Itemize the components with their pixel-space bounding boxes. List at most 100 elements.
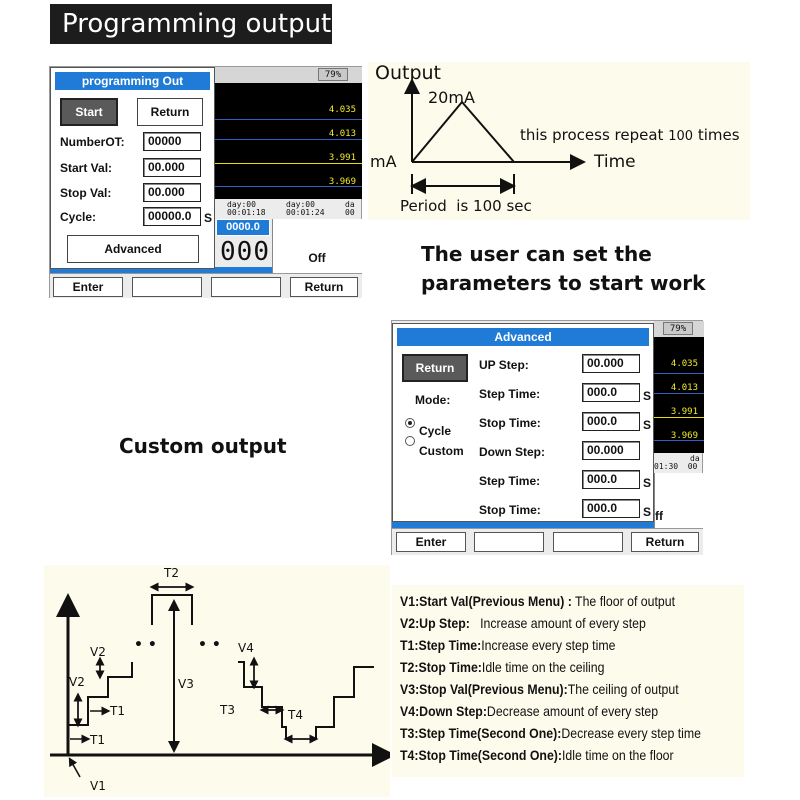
time-axis-label: da	[690, 454, 700, 463]
label-v2-lower: V2	[69, 675, 85, 689]
step-time-label: Step Time:	[479, 387, 541, 401]
legend-v3: V3:Stop Val(Previous Menu):The ceiling o…	[400, 681, 679, 697]
off-panel	[272, 219, 362, 274]
parameter-legend: V1:Start Val(Previous Menu) : The floor …	[392, 585, 744, 777]
repeat-prefix: this process repeat	[520, 126, 664, 144]
graph-value: 4.013	[670, 383, 698, 393]
down-step-label: Down Step:	[479, 445, 545, 459]
custom-option-label: Custom	[419, 444, 464, 458]
step-time-field[interactable]: 000.0	[582, 383, 640, 402]
start-val-field[interactable]: 00.000	[143, 158, 201, 177]
trend-graph: 4.035 4.013 3.991 3.969	[654, 337, 704, 453]
graph-value: 4.013	[328, 129, 356, 139]
big-digits: 000	[220, 237, 270, 267]
off-panel	[654, 473, 704, 528]
time-axis-label: da 00	[345, 200, 355, 217]
custom-radio[interactable]	[405, 436, 415, 446]
stop-val-field[interactable]: 00.000	[143, 183, 201, 202]
stop-time-2-unit: S	[643, 505, 652, 519]
grid-line	[654, 393, 704, 394]
legend-key: V2:Up Step:	[400, 615, 470, 631]
legend-t3: T3:Step Time(Second One):Decrease every …	[400, 725, 701, 741]
blank-softkey[interactable]	[474, 532, 544, 552]
blank-softkey[interactable]	[211, 277, 281, 297]
return-softkey[interactable]: Return	[631, 532, 699, 552]
cycle-option-label: Cycle	[419, 424, 452, 438]
legend-desc: The ceiling of output	[567, 681, 679, 697]
grid-line	[654, 440, 704, 441]
repeat-unit: times	[697, 126, 740, 144]
stop-time-2-field[interactable]: 000.0	[582, 499, 640, 518]
step-waveform-diagram	[50, 582, 390, 778]
cycle-unit: S	[204, 211, 213, 225]
value-chip: 0000.0	[216, 219, 270, 236]
time-axis-label: day:00 00:01:24	[286, 200, 325, 217]
blue-strip	[50, 267, 272, 273]
return-button[interactable]: Return	[137, 98, 203, 126]
graph-value: 4.035	[670, 359, 698, 369]
legend-desc: Increase amount of every step	[469, 615, 646, 631]
label-t4: T4	[288, 708, 303, 722]
graph-value: 3.991	[670, 407, 698, 417]
continuation-dots: • •	[134, 637, 157, 653]
triangle-waveform-diagram	[404, 78, 586, 194]
graph-value: 4.035	[328, 105, 356, 115]
blue-strip	[392, 522, 654, 528]
return-softkey[interactable]: Return	[290, 277, 358, 297]
stop-val-label: Stop Val:	[60, 186, 112, 200]
percent-indicator: 79%	[663, 322, 693, 335]
page-banner-title: Programming output	[50, 4, 332, 44]
enter-softkey[interactable]: Enter	[396, 532, 466, 552]
device-screen-advanced: 79% 4.035 4.013 3.991 3.969 da 01:30 00 …	[391, 320, 704, 555]
setpoint-line	[215, 163, 362, 164]
step-time-2-label: Step Time:	[479, 474, 541, 488]
legend-desc: Idle time on the ceiling	[481, 659, 605, 675]
stop-time-2-label: Stop Time:	[479, 503, 541, 517]
dialog-title: Advanced	[397, 328, 649, 346]
blank-softkey[interactable]	[132, 277, 202, 297]
legend-v2: V2:Up Step: Increase amount of every ste…	[400, 615, 646, 631]
repeat-text: this process repeat 100 times	[520, 126, 740, 144]
number-ot-field[interactable]: 00000	[143, 132, 201, 151]
legend-t1: T1:Step Time:Increase every step time	[400, 637, 615, 653]
legend-v1: V1:Start Val(Previous Menu) : The floor …	[400, 593, 675, 609]
up-step-field[interactable]: 00.000	[582, 354, 640, 373]
device-screen-programming: 79% 4.035 4.013 3.991 3.969 day:00 00:01…	[49, 66, 362, 298]
grid-line	[215, 139, 362, 140]
peak-label: 20mA	[428, 88, 475, 107]
label-t1-lower: T1	[90, 733, 105, 747]
label-v1: V1	[90, 779, 106, 793]
legend-key: V1:Start Val(Previous Menu) :	[400, 593, 572, 609]
legend-desc: Decrease every step time	[561, 725, 702, 741]
legend-key: T1:Step Time:	[400, 637, 482, 653]
advanced-dialog: Advanced Return Mode: Cycle Custom UP St…	[392, 323, 654, 522]
step-time-2-unit: S	[643, 476, 652, 490]
return-button[interactable]: Return	[402, 354, 468, 382]
advanced-button[interactable]: Advanced	[67, 235, 199, 263]
cycle-label: Cycle:	[60, 210, 97, 224]
stop-time-unit: S	[643, 418, 652, 432]
cycle-radio[interactable]	[405, 418, 415, 428]
caption-line-1: The user can set the	[421, 242, 652, 266]
enter-softkey[interactable]: Enter	[53, 277, 123, 297]
grid-line	[654, 373, 704, 374]
grid-line	[215, 119, 362, 120]
step-time-2-field[interactable]: 000.0	[582, 470, 640, 489]
graph-value: 3.969	[328, 177, 356, 187]
graph-value: 3.991	[328, 153, 356, 163]
stop-time-field[interactable]: 000.0	[582, 412, 640, 431]
percent-indicator: 79%	[318, 68, 348, 81]
dialog-title: programming Out	[55, 72, 210, 90]
off-status: Off	[308, 251, 326, 265]
blank-softkey[interactable]	[553, 532, 623, 552]
legend-key: T3:Step Time(Second One):	[400, 725, 562, 741]
legend-desc: Increase every step time	[481, 637, 616, 653]
trend-graph: 4.035 4.013 3.991 3.969	[215, 83, 362, 199]
base-label: mA	[370, 152, 397, 171]
period-label: Period is 100 sec	[400, 197, 532, 215]
start-button[interactable]: Start	[60, 98, 118, 126]
cycle-field[interactable]: 00000.0	[143, 207, 201, 226]
down-step-field[interactable]: 00.000	[582, 441, 640, 460]
legend-t2: T2:Stop Time:Idle time on the ceiling	[400, 659, 605, 675]
label-t1-upper: T1	[110, 704, 125, 718]
